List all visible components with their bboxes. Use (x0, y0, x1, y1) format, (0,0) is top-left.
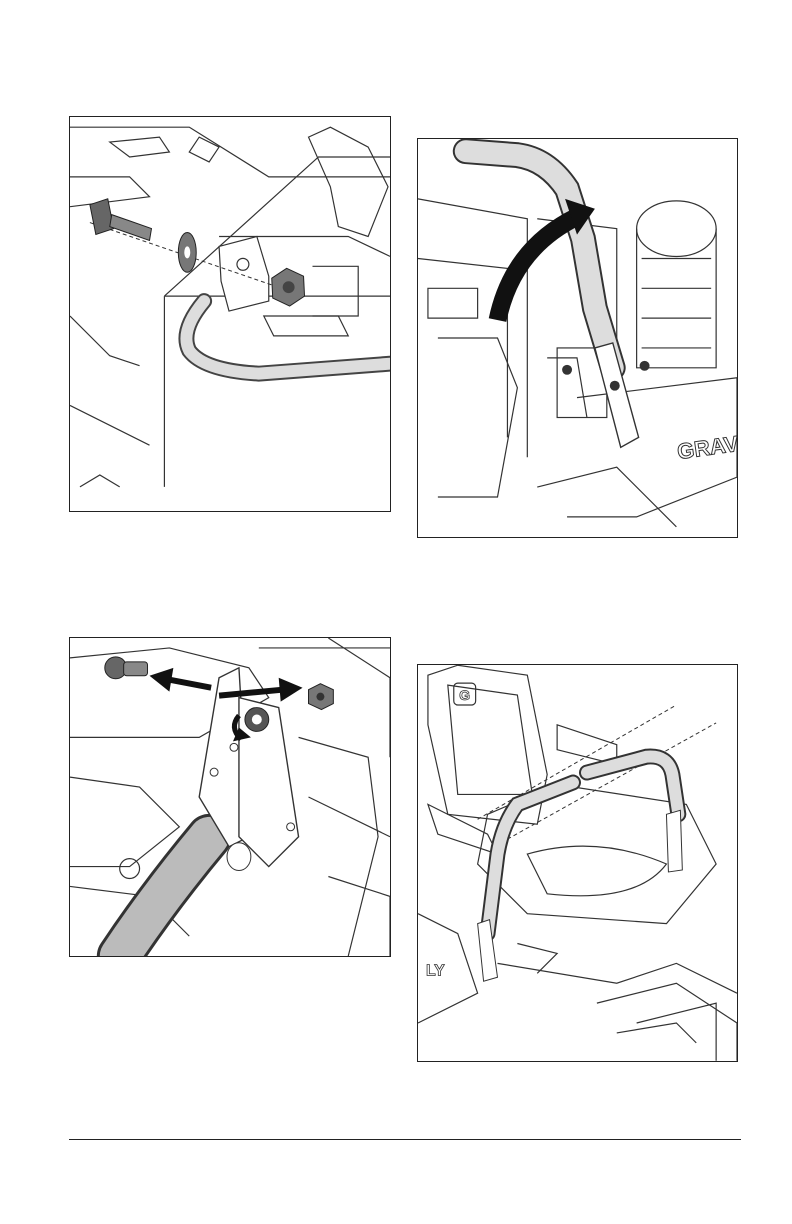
pivot-nut-icon (245, 708, 269, 732)
battery-terminal-illustration (70, 117, 390, 511)
figure-lever-alignment: G LY (417, 664, 738, 1062)
console-brand-label: LY (426, 962, 445, 979)
figure-pivot-bolt (69, 637, 391, 957)
washer-icon (178, 233, 196, 273)
figure-lever-raise: GRAV (417, 138, 738, 538)
seat-logo-label: G (459, 687, 470, 703)
bolt-icon (105, 657, 148, 679)
nut-icon (309, 684, 334, 710)
lever-alignment-illustration: G LY (418, 665, 737, 1061)
bolt-icon (90, 199, 152, 241)
footer-rule (69, 1139, 741, 1140)
deck-brand-label: GRAV (676, 431, 737, 464)
figure-battery-terminal (69, 116, 391, 512)
pivot-bolt-illustration (70, 638, 390, 956)
nut-icon (272, 268, 305, 306)
lever-raise-illustration: GRAV (418, 139, 737, 537)
remove-bolt-arrow-icon (150, 668, 212, 692)
